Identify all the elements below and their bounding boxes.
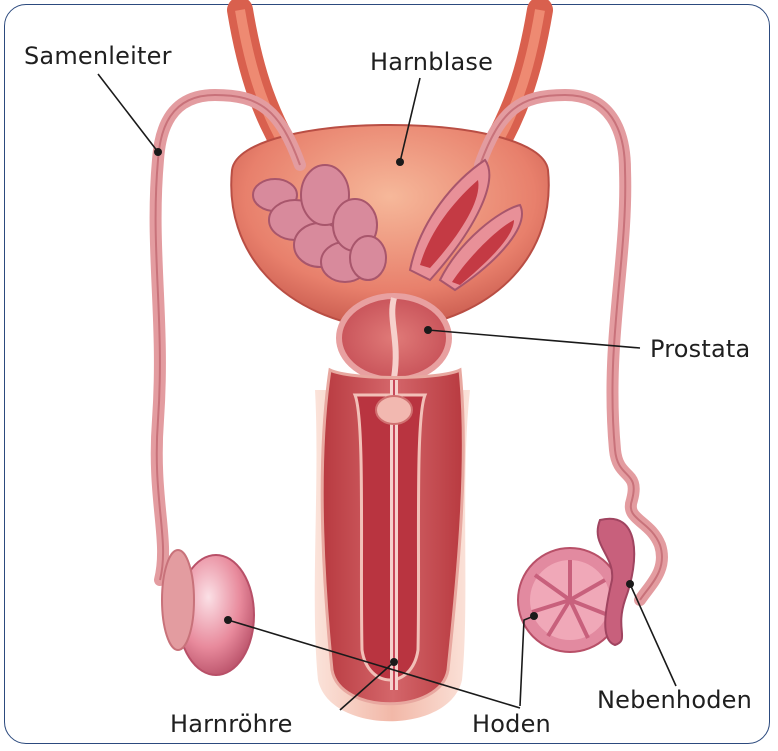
label-samenleiter: Samenleiter (22, 44, 174, 68)
testis-right (518, 519, 634, 652)
label-harnblase: Harnblase (368, 50, 495, 74)
label-nebenhoden: Nebenhoden (595, 688, 754, 712)
label-prostata: Prostata (648, 337, 752, 361)
label-hoden: Hoden (470, 712, 553, 736)
label-harnrohre: Harnröhre (168, 712, 295, 736)
